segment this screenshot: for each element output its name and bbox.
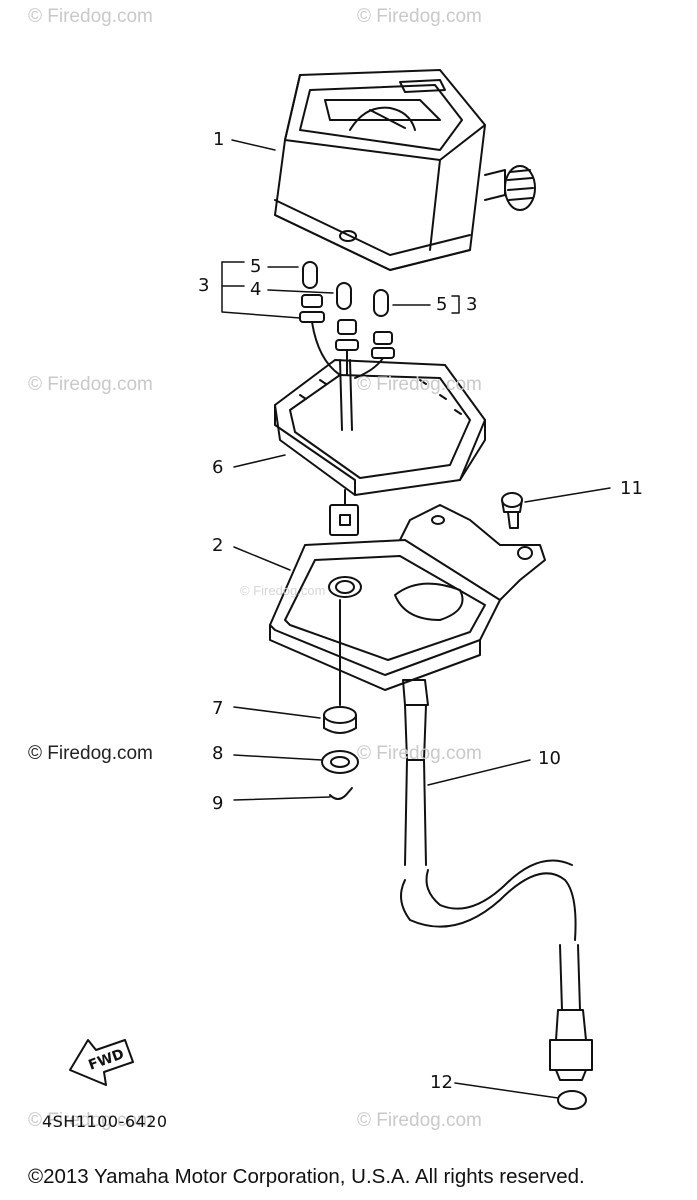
bracket-part-2	[269, 504, 546, 706]
watermark: © Firedog.com	[28, 6, 153, 27]
callout-4: 4	[250, 279, 262, 300]
meter-case-part-6	[274, 359, 486, 496]
washer-part-8	[321, 750, 359, 774]
callout-5: 5	[436, 294, 448, 315]
watermark: © Firedog.com	[28, 374, 153, 395]
callout-12: 12	[430, 1072, 453, 1093]
clip-part-9	[329, 787, 353, 800]
bolt-part-11	[501, 492, 523, 529]
callout-8: 8	[212, 743, 224, 764]
watermark: © Firedog.com	[28, 1110, 153, 1131]
diagram-code: 4SH1100-6420	[42, 1112, 168, 1131]
copyright-notice: ©2013 Yamaha Motor Corporation, U.S.A. A…	[28, 1165, 585, 1188]
watermark: © Firedog.com	[28, 743, 153, 764]
callout-3: 3	[466, 294, 478, 315]
watermark: © Firedog.com	[357, 374, 482, 395]
watermark: © Firedog.com	[357, 1110, 482, 1131]
grommet-part-7	[323, 706, 357, 734]
fwd-arrow	[69, 1039, 134, 1086]
callout-9: 9	[212, 793, 224, 814]
callout-11: 11	[620, 478, 643, 499]
leader-lines	[221, 139, 611, 1099]
meter-assembly-part-1	[274, 69, 536, 271]
watermark: © Firedog.com	[357, 743, 482, 764]
watermark: © Firedog.com	[357, 6, 482, 27]
callout-2: 2	[212, 535, 224, 556]
callout-1: 1	[213, 129, 225, 150]
callout-5: 5	[250, 256, 262, 277]
watermark: © Firedog.com	[240, 583, 326, 598]
callout-3: 3	[198, 275, 210, 296]
wire-connector	[329, 489, 359, 536]
speedometer-cable-part-10	[400, 679, 593, 1081]
o-ring-part-12	[557, 1090, 587, 1110]
bulb-socket-part-3-4-5	[299, 261, 395, 379]
callout-7: 7	[212, 698, 224, 719]
callout-10: 10	[538, 748, 561, 769]
callout-6: 6	[212, 457, 224, 478]
